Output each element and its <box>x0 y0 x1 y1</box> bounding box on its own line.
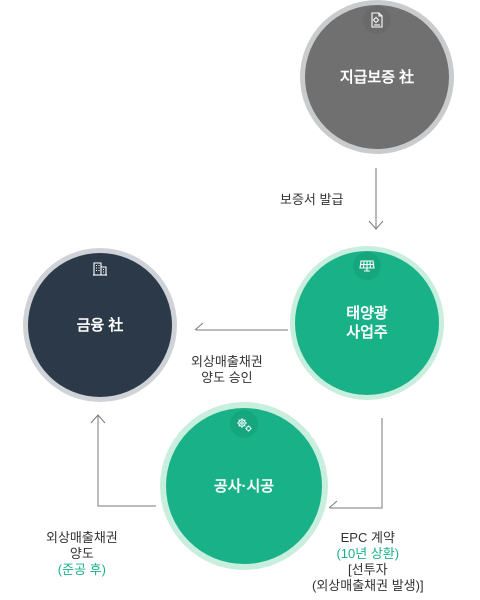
node-label-finance: 금융 社 <box>76 316 124 334</box>
edge-label-line: EPC 계약 <box>340 530 395 545</box>
edge-label-line-highlight: (10년 상환) <box>336 546 400 561</box>
node-solar-owner: 태양광 사업주 <box>290 246 444 400</box>
building-icon <box>86 254 114 282</box>
gears-icon <box>230 410 258 438</box>
edge-label-line: 외상매출채권 <box>46 530 118 545</box>
edge-label-guarantee-issue: 보증서 발급 <box>280 192 344 207</box>
node-label-guarantee: 지급보증 社 <box>339 68 415 86</box>
edge-label-line: [선투자 <box>348 562 388 577</box>
edge-label-line-highlight: (준공 후) <box>57 562 106 577</box>
edge-label-line: 외상매출채권 <box>191 354 263 369</box>
node-construction: 공사·시공 <box>160 402 328 570</box>
edge-label-construction-to-finance: 외상매출채권 양도 (준공 후) <box>46 530 118 578</box>
edge-label-line: 양도 <box>69 546 94 561</box>
solar-panel-icon <box>353 252 381 280</box>
node-label-solar: 태양광 사업주 <box>346 305 388 341</box>
node-label-construction: 공사·시공 <box>213 477 275 495</box>
edge-label-line: (외상매출채권 발생)] <box>312 578 424 593</box>
edge-label-solar-to-construction: EPC 계약 (10년 상환) [선투자 (외상매출채권 발생)] <box>312 530 424 594</box>
edge-label-solar-to-finance: 외상매출채권 양도 승인 <box>191 354 263 386</box>
node-finance-company: 금융 社 <box>23 248 177 402</box>
arrow-solar-to-construction <box>330 418 383 509</box>
node-guarantee-company: 지급보증 社 <box>300 0 454 154</box>
document-gear-icon <box>363 6 391 34</box>
edge-label-line: 양도 승인 <box>201 370 253 385</box>
arrow-construction-to-finance <box>97 416 156 507</box>
